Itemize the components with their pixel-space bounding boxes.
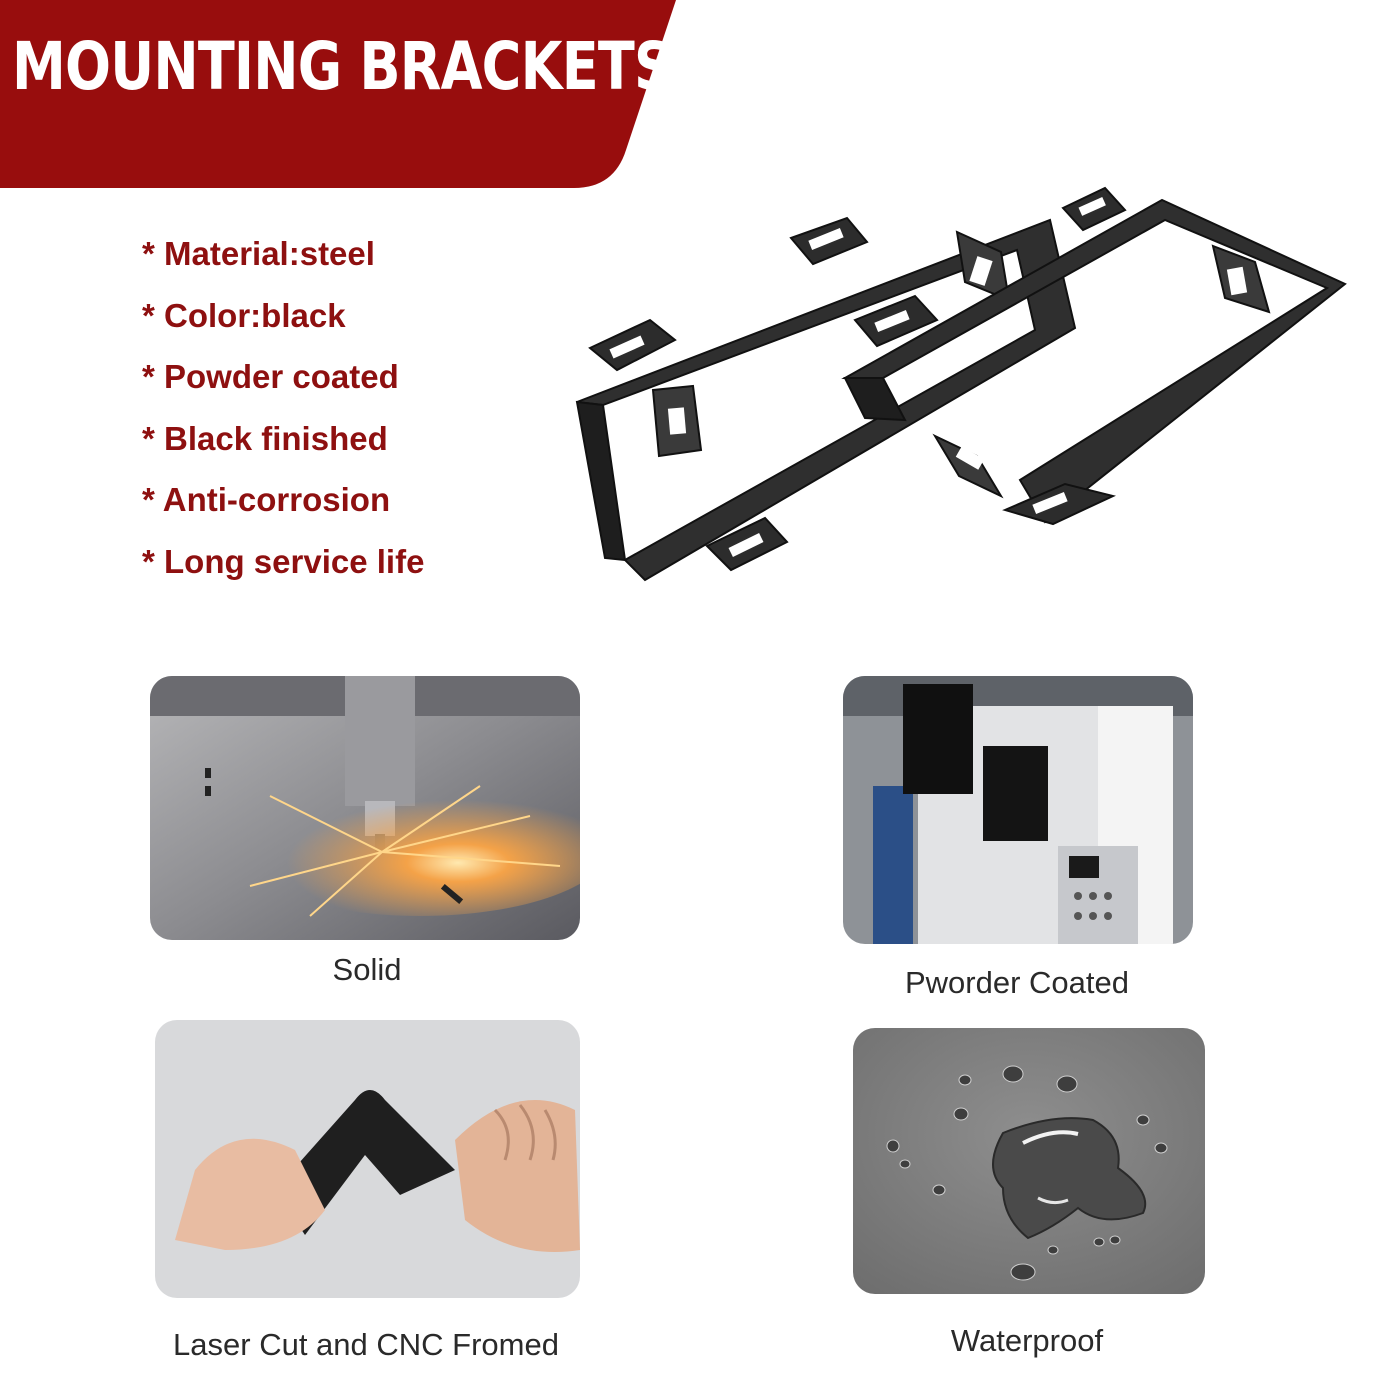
caption-powder-coated: Pworder Coated — [904, 965, 1130, 1000]
feature-service-life: * Long service life — [142, 542, 425, 580]
water-droplets-photo — [853, 1028, 1205, 1294]
feature-powder-coated: * Powder coated — [142, 358, 399, 395]
feature-anti-corrosion: * Anti-corrosion — [142, 481, 391, 518]
feature-black-finished: * Black finished — [142, 419, 388, 457]
caption-solid: Solid — [332, 952, 402, 987]
caption-waterproof: Waterproof — [950, 1323, 1104, 1358]
bending-steel-photo — [155, 1020, 580, 1298]
caption-laser-cut: Laser Cut and CNC Fromed — [173, 1327, 559, 1362]
page-title: MOUNTING BRACKETS — [12, 28, 673, 105]
feature-color: * Color:black — [142, 296, 346, 334]
banner-shape — [0, 0, 676, 188]
title-banner: MOUNTING BRACKETS — [0, 0, 690, 190]
powder-coating-machine-photo — [843, 676, 1193, 944]
laser-cutting-photo — [150, 676, 580, 940]
feature-material: * Material:steel — [142, 235, 375, 272]
feature-list: * Material:steel * Color:black * Powder … — [142, 232, 424, 601]
bracket-product-image — [565, 180, 1365, 605]
